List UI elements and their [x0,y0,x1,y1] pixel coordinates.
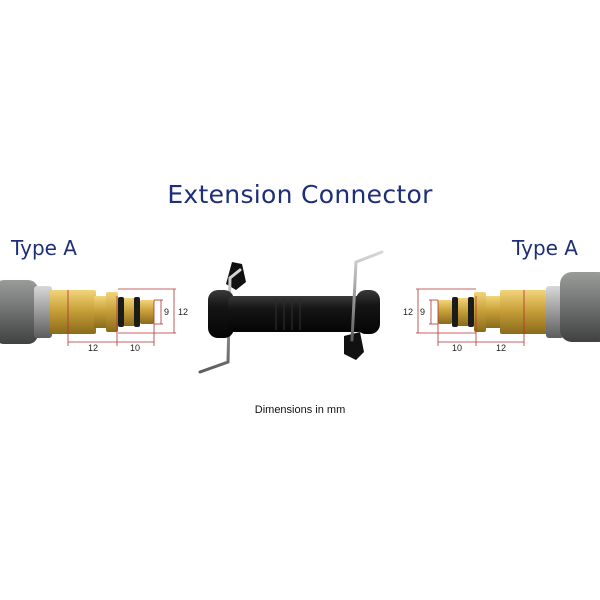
left-oring-2 [134,297,140,327]
right-wire-clip [350,250,384,342]
left-dim-inner-dia: 9 [164,307,169,317]
left-dim-length-2: 10 [130,343,140,353]
right-dim-length-1: 10 [452,343,462,353]
left-dim-length-1: 12 [88,343,98,353]
right-ferrule [546,286,564,338]
right-brass-collar [474,292,486,332]
connector-tube [228,296,364,332]
right-dim-inner-dia: 9 [420,307,425,317]
left-dim-outer-dia: 12 [178,307,188,317]
dimensions-caption: Dimensions in mm [254,404,346,416]
left-brass-collar [106,292,118,332]
left-dimension-lines [67,288,176,346]
right-dimension-lines [416,288,525,346]
left-brass-tip [140,300,154,324]
right-latch [344,332,364,360]
left-fitting-label: Type A [11,236,77,260]
right-dim-length-2: 12 [496,343,506,353]
right-end-cap [356,290,380,334]
left-oring-1 [118,297,124,327]
right-oring-1 [452,297,458,327]
left-hose [0,280,38,344]
right-fitting-label: Type A [512,236,578,260]
right-brass-groove [458,298,468,326]
left-brass-neck [94,296,108,328]
left-ferrule [34,286,52,338]
extension-connector [198,250,384,374]
right-brass-tip [438,300,452,324]
right-brass-neck [486,296,500,328]
left-end-cap [208,290,234,338]
left-brass-hex [50,290,96,334]
right-fitting: 10 12 9 12 [403,272,600,353]
right-hose [560,272,600,342]
left-brass-groove [124,298,134,326]
right-oring-2 [468,297,474,327]
connector-grip-ribs [275,298,301,330]
diagram-title: Extension Connector [167,180,433,209]
left-fitting: 12 10 9 12 [0,280,188,353]
right-dim-outer-dia: 12 [403,307,413,317]
